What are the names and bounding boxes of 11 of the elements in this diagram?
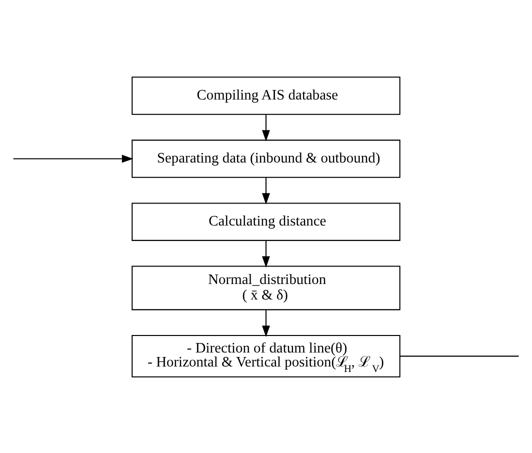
arrow bbox=[262, 176, 270, 204]
arrow bbox=[262, 309, 270, 337]
arrow bbox=[262, 114, 270, 142]
node-box: Compiling AIS database bbox=[132, 76, 400, 114]
connector bbox=[400, 355, 519, 356]
node-box: Normal_distribution ( x̄ & δ) bbox=[132, 265, 400, 310]
arrow bbox=[262, 240, 270, 268]
node-box: - Direction of datum line(θ) - Horizontal & Vertical position(ℒ$_{H}$, ℒ$_{V}$) bbox=[132, 334, 400, 377]
node-box: Separating data (inbound & outbound) bbox=[132, 139, 400, 178]
arrow bbox=[13, 154, 134, 162]
node-box: Calculating distance bbox=[132, 202, 400, 240]
